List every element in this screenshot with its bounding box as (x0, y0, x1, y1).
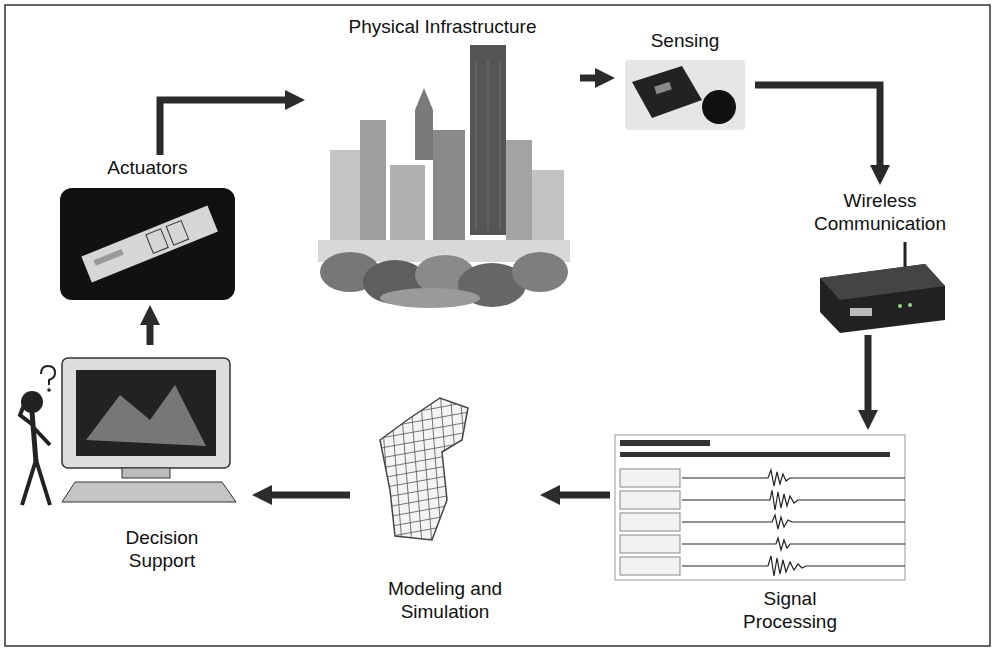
sensor-picture (625, 60, 745, 130)
flow-arrow (552, 492, 610, 499)
building (506, 140, 532, 240)
stage-node: Actuators (55, 155, 240, 305)
figure-leg (36, 460, 50, 505)
mesh-line (380, 390, 472, 545)
channel-box (620, 469, 680, 487)
label-block: Signal Processing (735, 588, 845, 634)
figure-body (32, 412, 36, 462)
tower-line (500, 60, 501, 230)
actuator-chip (146, 229, 168, 254)
device-box (820, 264, 945, 333)
tower-line (488, 60, 489, 230)
sensor-chip (654, 82, 672, 95)
tree (512, 252, 568, 292)
screen-image (86, 385, 206, 446)
mesh-grid (370, 380, 480, 550)
sensor-ground (625, 60, 745, 130)
label-block: Wireless Communication (800, 190, 960, 236)
waveform (682, 470, 905, 486)
mesh-outline (380, 398, 468, 540)
device-port (850, 308, 872, 316)
monitor (62, 358, 230, 468)
figure-leg (22, 460, 36, 505)
stage-node: Decision Support (12, 345, 252, 580)
sensor-disk (702, 90, 736, 124)
building (433, 130, 465, 245)
stage-label: Signal Processing (735, 588, 845, 634)
stage-label: Wireless Communication (800, 190, 960, 236)
stage-label: Modeling and Simulation (370, 578, 520, 624)
flow-arrow (580, 75, 603, 82)
device-led (908, 303, 912, 307)
stage-node: Sensing (615, 28, 755, 135)
tower-line (476, 60, 477, 230)
channel-box (620, 491, 680, 509)
signal-panel (615, 435, 905, 580)
flow-arrow (264, 492, 350, 499)
label-block: Physical Infrastructure (305, 16, 580, 39)
stage-label: Physical Infrastructure (305, 16, 580, 39)
tower (470, 45, 506, 235)
waveform (682, 538, 905, 550)
wireless-picture (820, 242, 945, 333)
question-dot (47, 388, 51, 392)
tree (380, 288, 480, 308)
channel-box (620, 513, 680, 531)
flow-arrow (755, 85, 880, 173)
computer-picture (20, 358, 236, 505)
city-picture (318, 45, 570, 308)
building (532, 170, 564, 242)
label-block: Actuators (90, 157, 205, 180)
stage-node: Physical Infrastructure (305, 12, 580, 315)
label-block: Decision Support (107, 527, 217, 573)
mesh-picture (370, 380, 480, 550)
channel-box (620, 535, 680, 553)
sensor-board (632, 66, 702, 118)
stage-node: Signal Processing (610, 430, 910, 642)
actuator-strip (94, 249, 124, 266)
spire (415, 88, 433, 160)
waveform (682, 515, 905, 529)
mesh-line (370, 380, 480, 550)
screen (76, 370, 216, 456)
signal-picture (615, 435, 905, 580)
stage-node: Modeling and Simulation (350, 390, 540, 630)
monitor-stand (122, 468, 170, 478)
figure-arm (34, 428, 50, 445)
building (390, 165, 425, 245)
outer-frame (5, 5, 990, 646)
actuator-board (81, 206, 218, 283)
keyboard (62, 482, 236, 502)
device-top (820, 264, 945, 300)
stage-label: Sensing (615, 30, 755, 53)
header-bar (620, 440, 710, 446)
question-mark (41, 366, 55, 385)
waveform (682, 490, 905, 510)
waveform (682, 556, 905, 576)
label-block: Sensing (615, 30, 755, 53)
device-led (898, 304, 902, 308)
antenna (904, 242, 907, 268)
building (360, 120, 386, 245)
stage-label: Decision Support (107, 527, 217, 573)
stage-node: Wireless Communication (790, 185, 970, 335)
actuator-chip (166, 221, 188, 246)
flow-arrow (160, 100, 293, 155)
flow-arrow (865, 335, 872, 418)
header-bar (620, 452, 890, 457)
channel-box (620, 557, 680, 575)
stage-label: Actuators (90, 157, 205, 180)
figure-arm (20, 400, 33, 425)
label-block: Modeling and Simulation (370, 578, 520, 624)
building (330, 150, 360, 245)
actuator-picture (60, 188, 235, 300)
flow-arrow (147, 317, 154, 345)
actuator-ground (60, 188, 235, 300)
